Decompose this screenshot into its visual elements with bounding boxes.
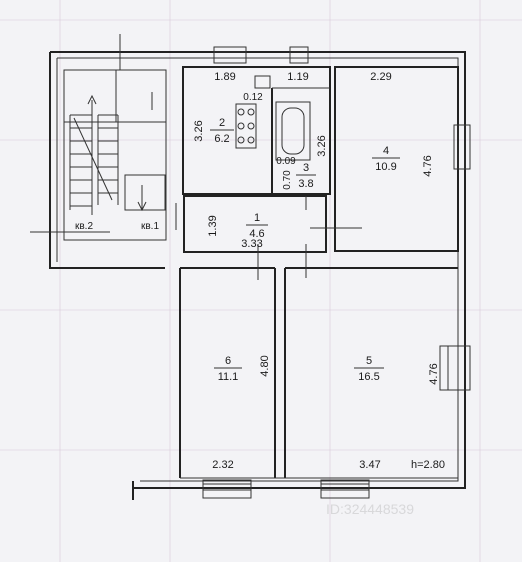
dimension-label: 4.80 xyxy=(259,355,271,376)
room-number: 6 xyxy=(225,355,231,367)
dimension-label: 2.29 xyxy=(370,71,391,83)
interior-walls xyxy=(63,66,459,479)
apartment-2-label: кв.2 xyxy=(75,221,93,232)
dimension-label: 0.70 xyxy=(282,170,293,190)
room-area: 16.5 xyxy=(358,371,379,383)
apartment-1-label: кв.1 xyxy=(141,221,159,232)
room-2-label: 2 6.2 xyxy=(210,117,234,145)
room-3-label: 3 3.8 xyxy=(296,162,316,190)
dimension-label: 1.39 xyxy=(207,215,219,236)
room-1-label: 1 4.6 xyxy=(246,212,268,240)
dimension-label: 2.32 xyxy=(212,459,233,471)
dimension-label: 1.19 xyxy=(287,71,308,83)
room-area: 11.1 xyxy=(218,371,239,383)
room-number: 3 xyxy=(303,162,309,174)
room-number: 1 xyxy=(254,212,260,224)
room-number: 5 xyxy=(366,355,372,367)
dimension-label: 0.09 xyxy=(276,156,296,167)
dimension-label: 3.26 xyxy=(316,135,328,156)
dimension-label: 3.26 xyxy=(193,120,205,141)
ceiling-height-label: h=2.80 xyxy=(411,459,445,471)
dimension-label: 4.76 xyxy=(422,155,434,176)
kitchen-sink xyxy=(254,75,271,89)
bathtub xyxy=(275,101,311,161)
windows xyxy=(202,46,471,499)
dimension-labels: 1.89 0.12 1.19 2.29 3.26 3.26 0.09 0.70 … xyxy=(193,71,445,471)
dimension-label: 3.47 xyxy=(359,459,380,471)
watermark: ID:324448539 xyxy=(326,501,414,517)
room-number: 4 xyxy=(383,145,389,157)
room-area: 3.8 xyxy=(298,178,313,190)
room-5-label: 5 16.5 xyxy=(354,355,384,383)
exterior-walls xyxy=(49,51,466,500)
room-area: 10.9 xyxy=(375,161,396,173)
dimension-label: 1.89 xyxy=(214,71,235,83)
kitchen-stove xyxy=(235,103,257,149)
room-4-label: 4 10.9 xyxy=(372,145,400,173)
room-area: 6.2 xyxy=(214,133,229,145)
dimension-label: 3.33 xyxy=(241,238,262,250)
room-number: 2 xyxy=(219,117,225,129)
door-ticks xyxy=(30,34,362,280)
room-6-label: 6 11.1 xyxy=(214,355,242,383)
room-area: 4.6 xyxy=(249,228,264,240)
staircase xyxy=(69,94,166,215)
dimension-label: 4.76 xyxy=(428,363,440,384)
dimension-label: 0.12 xyxy=(243,92,263,103)
